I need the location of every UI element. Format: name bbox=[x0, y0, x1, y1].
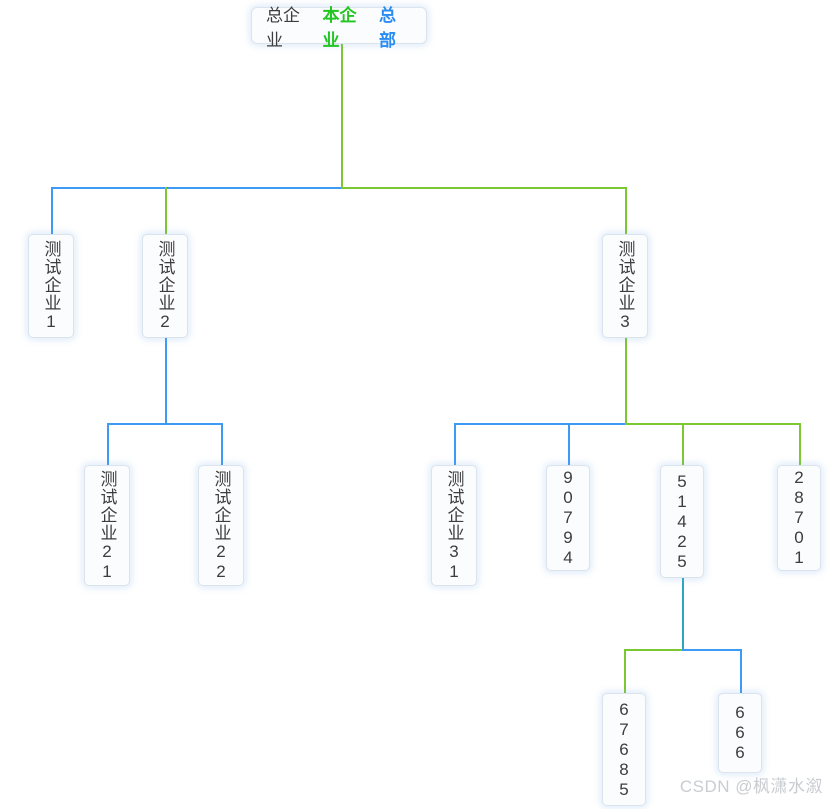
connector-n3-bus-green bbox=[625, 423, 801, 425]
node-label: 51425 bbox=[672, 471, 692, 572]
connector-drop-n1 bbox=[51, 187, 53, 234]
node-root[interactable]: 总企业 本企业 总部 bbox=[251, 6, 427, 50]
connector-n33-stem bbox=[682, 578, 684, 650]
node-label: 67685 bbox=[614, 699, 634, 800]
connector-drop-n32 bbox=[568, 423, 570, 465]
node-51425[interactable]: 51425 bbox=[660, 465, 704, 578]
node-label: 测试企业21 bbox=[97, 469, 117, 582]
node-root-label-badge-own: 本企业 bbox=[322, 5, 357, 50]
node-test-enterprise-3[interactable]: 测试企业3 bbox=[602, 234, 648, 338]
connector-drop-n34 bbox=[799, 423, 801, 465]
node-root-label-main: 总企业 bbox=[266, 5, 300, 50]
node-label: 测试企业22 bbox=[211, 469, 231, 582]
connector-n33-bus-blue bbox=[682, 649, 741, 651]
node-test-enterprise-22[interactable]: 测试企业22 bbox=[198, 465, 244, 586]
node-test-enterprise-2[interactable]: 测试企业2 bbox=[142, 234, 188, 338]
connector-n33-bus-green bbox=[624, 649, 683, 651]
connector-drop-n22 bbox=[221, 423, 223, 465]
node-label: 测试企业31 bbox=[444, 469, 464, 582]
connector-level1-bus-blue bbox=[51, 187, 342, 189]
connector-drop-n21 bbox=[107, 423, 109, 465]
node-label: 测试企业3 bbox=[615, 240, 635, 332]
node-label: 666 bbox=[730, 703, 750, 763]
node-root-label-badge-hq: 总部 bbox=[379, 5, 396, 50]
connector-n2-stem bbox=[165, 338, 167, 424]
connector-root-stem bbox=[341, 44, 343, 188]
node-label: 28701 bbox=[789, 468, 809, 568]
connector-drop-n331 bbox=[624, 649, 626, 693]
connector-drop-n33 bbox=[682, 423, 684, 465]
node-28701[interactable]: 28701 bbox=[777, 465, 821, 571]
node-67685[interactable]: 67685 bbox=[602, 693, 646, 806]
connector-drop-n2 bbox=[165, 187, 167, 234]
csdn-watermark: CSDN @枫潇水溆 bbox=[679, 777, 823, 796]
node-test-enterprise-1[interactable]: 测试企业1 bbox=[28, 234, 74, 338]
node-90794[interactable]: 90794 bbox=[546, 465, 590, 571]
node-test-enterprise-31[interactable]: 测试企业31 bbox=[431, 465, 477, 586]
connector-drop-n3 bbox=[625, 187, 627, 234]
connector-n2-bus bbox=[107, 423, 223, 425]
node-666[interactable]: 666 bbox=[718, 693, 762, 773]
node-label: 测试企业2 bbox=[155, 240, 175, 332]
connector-level1-bus-green bbox=[341, 187, 626, 189]
connector-drop-n332 bbox=[740, 649, 742, 693]
node-label: 90794 bbox=[558, 468, 578, 568]
node-label: 测试企业1 bbox=[41, 240, 61, 332]
connector-n3-stem bbox=[625, 338, 627, 424]
node-test-enterprise-21[interactable]: 测试企业21 bbox=[84, 465, 130, 586]
connector-n3-bus-blue bbox=[454, 423, 626, 425]
connector-drop-n31 bbox=[454, 423, 456, 465]
